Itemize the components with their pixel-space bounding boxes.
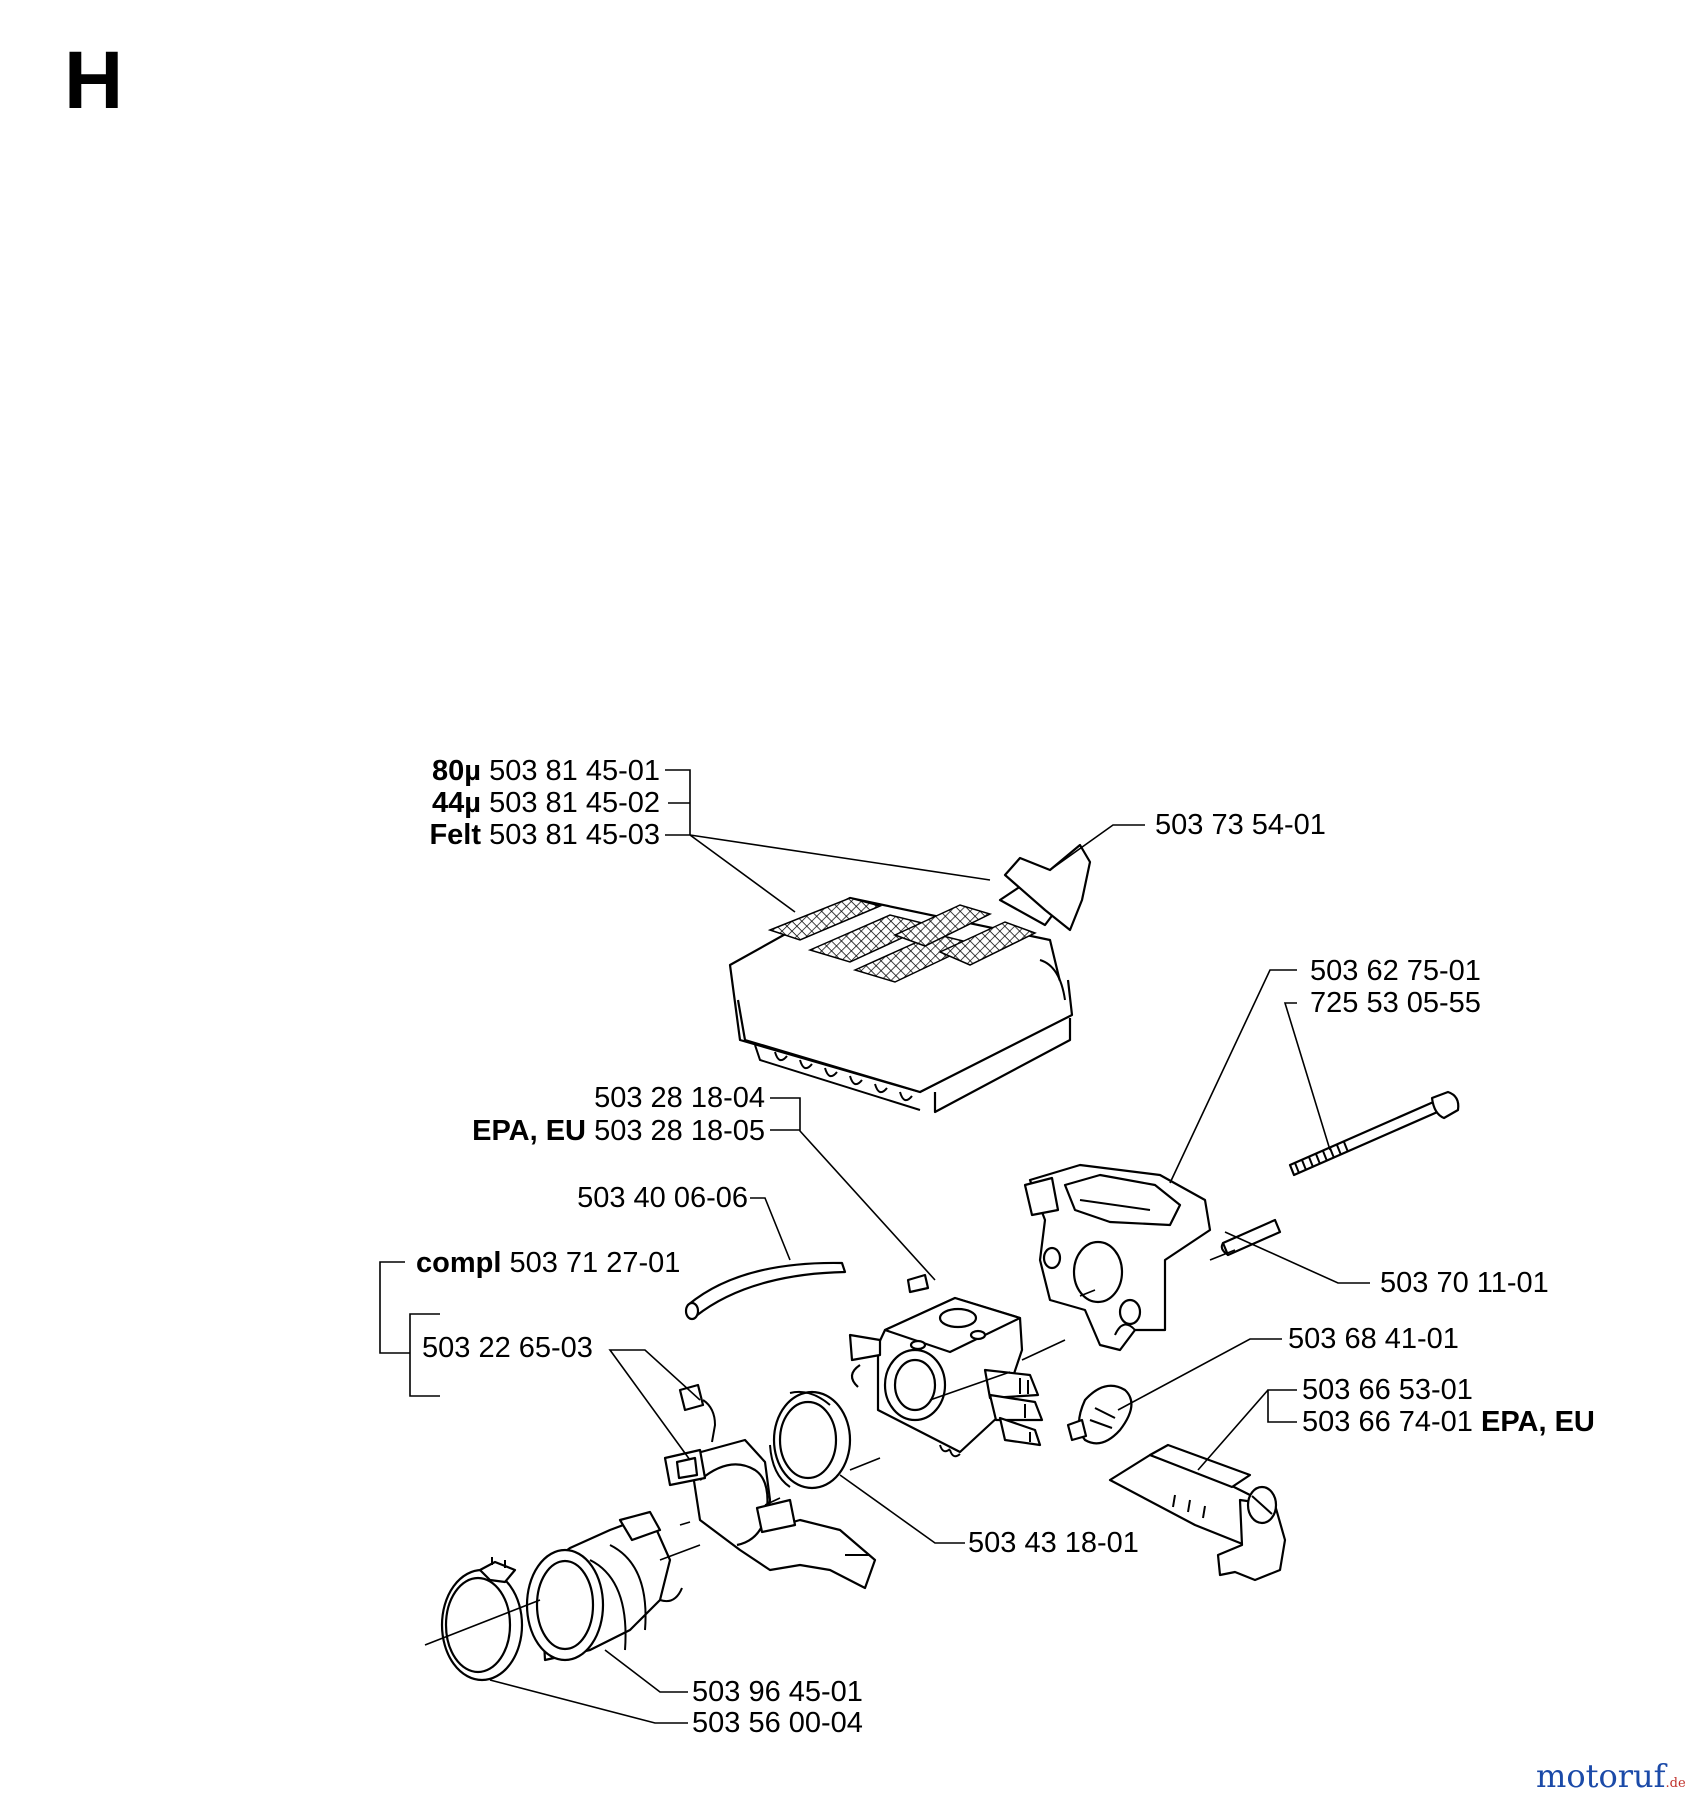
callout-filter-44: 44µ 503 81 45-02 bbox=[432, 787, 660, 819]
callout-prefix: Felt bbox=[429, 819, 481, 851]
callout-carb-epa: EPA, EU 503 28 18-05 bbox=[472, 1115, 765, 1147]
leader-lines bbox=[379, 769, 1370, 1724]
part-number: 503 71 27-01 bbox=[509, 1247, 680, 1279]
callout-fuel-hose: 503 40 06-06 bbox=[577, 1182, 748, 1214]
callout-spacer: 503 70 11-01 bbox=[1380, 1267, 1549, 1299]
callout-throttle-link-epa: 503 66 74-01 EPA, EU bbox=[1302, 1406, 1595, 1438]
intake-manifold-drawing bbox=[1023, 1163, 1212, 1352]
callout-intake-bracket: 503 22 65-03 bbox=[422, 1332, 593, 1364]
callout-carb-std: 503 28 18-04 bbox=[594, 1082, 765, 1114]
part-number: 503 81 45-03 bbox=[489, 819, 660, 851]
callout-suffix: EPA, EU bbox=[1481, 1406, 1595, 1438]
callout-throttle-link-std: 503 66 53-01 bbox=[1302, 1374, 1473, 1406]
callout-intake-compl: compl 503 71 27-01 bbox=[416, 1247, 680, 1279]
callout-adjust-knob: 503 68 41-01 bbox=[1288, 1323, 1459, 1355]
section-letter: H bbox=[64, 35, 124, 126]
bolt-drawing bbox=[1220, 1090, 1460, 1257]
callout-labels: 80µ 503 81 45-01 44µ 503 81 45-02 Felt 5… bbox=[416, 755, 1595, 1739]
assembly-axis bbox=[424, 1249, 1236, 1646]
watermark-logo: motoruf.de bbox=[1536, 1760, 1686, 1792]
callout-boot: 503 96 45-01 bbox=[692, 1676, 863, 1708]
watermark-text: motoruf bbox=[1536, 1757, 1666, 1795]
carburettor-drawing bbox=[848, 1273, 1044, 1458]
callout-prefix: 80µ bbox=[432, 755, 481, 787]
callout-prefix: EPA, EU bbox=[472, 1115, 586, 1147]
callout-intake-manifold: 503 62 75-01 bbox=[1310, 955, 1481, 987]
part-number: 503 81 45-01 bbox=[489, 755, 660, 787]
watermark-domain: .de bbox=[1665, 1776, 1686, 1791]
rubber-boot-drawing bbox=[525, 1510, 683, 1662]
callout-filter-80: 80µ 503 81 45-01 bbox=[432, 755, 660, 787]
adjust-knob-drawing bbox=[1066, 1384, 1133, 1445]
part-number: 503 28 18-05 bbox=[594, 1115, 765, 1147]
intake-bracket-drawing bbox=[663, 1383, 877, 1590]
callout-gasket-top: 503 73 54-01 bbox=[1155, 809, 1326, 841]
callout-bolt: 725 53 05-55 bbox=[1310, 987, 1481, 1019]
part-number: 503 81 45-02 bbox=[489, 787, 660, 819]
fuel-hose-drawing bbox=[684, 1261, 847, 1321]
callout-prefix: compl bbox=[416, 1247, 501, 1279]
callout-filter-felt: Felt 503 81 45-03 bbox=[429, 819, 660, 851]
seal-ring-drawing bbox=[769, 1390, 852, 1490]
throttle-link-drawing bbox=[1108, 1443, 1287, 1582]
callout-seal-ring: 503 43 18-01 bbox=[968, 1527, 1139, 1559]
part-number: 503 66 74-01 bbox=[1302, 1406, 1473, 1438]
callout-clamp: 503 56 00-04 bbox=[692, 1707, 863, 1739]
air-filter-drawing bbox=[728, 843, 1092, 1114]
hose-clamp-drawing bbox=[440, 1557, 524, 1682]
callout-prefix: 44µ bbox=[432, 787, 481, 819]
